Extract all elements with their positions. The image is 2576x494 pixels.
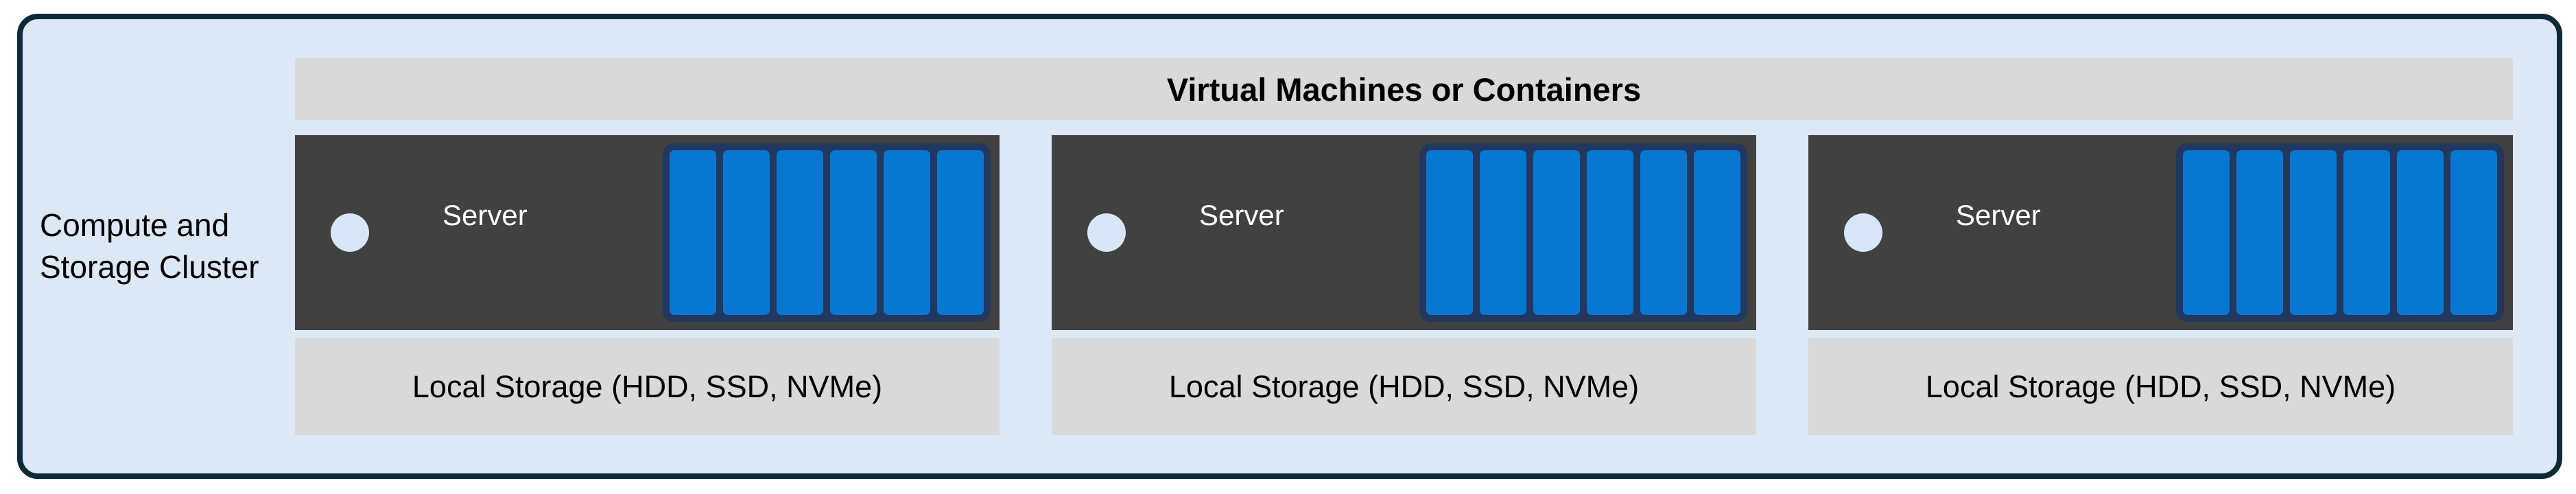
local-storage-label: Local Storage (HDD, SSD, NVMe) [1168,368,1640,404]
server-unit-3: Server Local Storage (HDD, SSD, NVMe) [1808,0,2513,494]
disk-icon [1640,150,1687,315]
disk-icon [2183,150,2230,315]
disk-array [663,143,991,322]
power-led-icon [331,213,369,252]
server-label: Server [1956,199,2041,231]
disk-icon [884,150,930,315]
disk-icon [2290,150,2337,315]
local-storage-band: Local Storage (HDD, SSD, NVMe) [295,338,1000,435]
disk-icon [1587,150,1633,315]
power-led-icon [1844,213,1882,252]
server-label: Server [442,199,528,231]
server-unit-2: Server Local Storage (HDD, SSD, NVMe) [1052,0,1756,494]
server-unit-1: Server Local Storage (HDD, SSD, NVMe) [295,0,1000,494]
disk-icon [937,150,984,315]
disk-array [1419,143,1747,322]
disk-icon [830,150,877,315]
disk-icon [1533,150,1580,315]
server-node: Server [295,135,1000,330]
vm-containers-label: Virtual Machines or Containers [1166,71,1642,108]
power-led-icon [1087,213,1126,252]
disk-icon [777,150,823,315]
cluster-label: Compute and Storage Cluster [40,204,259,288]
local-storage-label: Local Storage (HDD, SSD, NVMe) [1925,368,2396,404]
disk-icon [2397,150,2444,315]
disk-icon [2236,150,2283,315]
local-storage-band: Local Storage (HDD, SSD, NVMe) [1052,338,1756,435]
disk-icon [2450,150,2497,315]
server-label: Server [1199,199,1284,231]
disk-array [2176,143,2504,322]
disk-icon [2343,150,2390,315]
disk-icon [1426,150,1473,315]
disk-icon [723,150,770,315]
disk-icon [670,150,716,315]
server-node: Server [1052,135,1756,330]
cluster-label-line1: Compute and [40,207,230,243]
vm-containers-band: Virtual Machines or Containers [295,58,2513,120]
local-storage-band: Local Storage (HDD, SSD, NVMe) [1808,338,2513,435]
server-node: Server [1808,135,2513,330]
cluster-label-line2: Storage Cluster [40,249,259,285]
local-storage-label: Local Storage (HDD, SSD, NVMe) [412,368,883,404]
disk-icon [1480,150,1526,315]
disk-icon [1694,150,1740,315]
